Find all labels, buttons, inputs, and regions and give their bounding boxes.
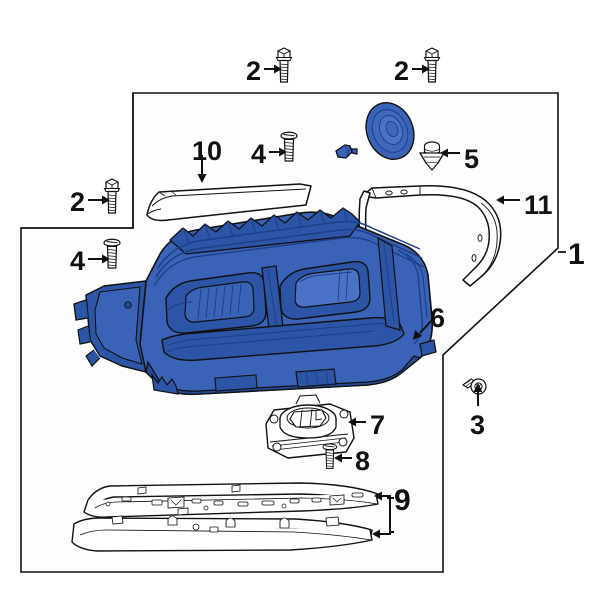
fastener-hex-bolt-top-right [423, 47, 441, 83]
fastener-hex-bolt-top-left [275, 47, 293, 83]
callout-3: 3 [470, 410, 486, 440]
part-press-in-nut [418, 141, 446, 171]
callout-2-left: 2 [70, 187, 86, 217]
leader-lines [88, 64, 566, 539]
part-upper-trim-molding [146, 183, 312, 222]
callout-1: 1 [568, 238, 585, 271]
group-boundary-inner-upper [21, 93, 134, 229]
callout-2-top-right: 2 [394, 56, 410, 86]
callout-2-top-left: 2 [246, 56, 262, 86]
callout-7: 7 [370, 410, 386, 440]
part-lower-trim-strip-upper [83, 482, 379, 518]
callout-4-top: 4 [251, 139, 267, 169]
callout-8: 8 [355, 446, 371, 476]
part-dust-cap [365, 102, 415, 160]
callout-10: 10 [192, 136, 223, 166]
fastener-hex-bolt-left [103, 178, 121, 214]
callout-11: 11 [524, 190, 553, 220]
callout-9: 9 [394, 484, 411, 517]
callout-4-left: 4 [70, 246, 86, 276]
part-blue-plug [335, 144, 358, 159]
callout-5: 5 [464, 144, 480, 174]
part-lower-trim-strip-lower [71, 515, 373, 552]
part-headlight-assembly [73, 207, 437, 396]
callout-6: 6 [430, 303, 446, 333]
